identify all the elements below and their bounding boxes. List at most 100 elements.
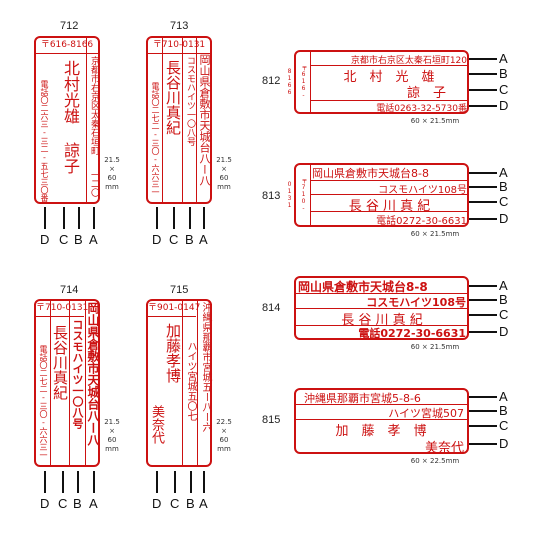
name-line-2: 諒子 <box>61 142 80 174</box>
letter-d: D <box>40 232 50 247</box>
name-divider <box>296 325 467 326</box>
building-text: コスモハイツ一〇八号 <box>71 319 84 429</box>
pointer-b <box>78 207 80 229</box>
address-divider <box>296 404 467 405</box>
name-line-1: 加 藤 孝 博 <box>335 424 427 439</box>
letter-c: C <box>58 496 68 511</box>
letter-b: B <box>185 232 194 247</box>
letter-c: C <box>59 232 69 247</box>
pointer-c <box>173 207 175 229</box>
letter-c: C <box>499 82 509 97</box>
name-line-2: 美奈代 <box>424 441 464 456</box>
postal-code: 〒710-0131 <box>286 165 311 225</box>
letter-a: A <box>499 278 508 293</box>
name-text: 長谷川真紀 <box>164 60 182 135</box>
letter-d: D <box>152 232 162 247</box>
stamp-713: 〒710-0131 岡山県倉敷市天城台八ー八 コスモハイツ一〇八号 長谷川真紀 … <box>146 36 212 204</box>
name-line-2: 諒 子 <box>406 86 446 101</box>
size-label-813: 60 × 21.5mm <box>410 230 460 238</box>
pointer-a <box>203 207 205 229</box>
pointer-c <box>469 89 497 91</box>
pointer-d <box>469 443 497 445</box>
pointer-a <box>469 58 497 60</box>
phone-text: 電話0272-30-6631 <box>376 216 467 227</box>
letter-c: C <box>170 496 180 511</box>
address-text: 京都市右京区太秦石垣町 <box>89 56 99 155</box>
name-column <box>50 301 51 465</box>
pointer-c <box>469 425 497 427</box>
letter-d: D <box>152 496 162 511</box>
address-text: 沖縄県那覇市宮城五ー八ー六 <box>200 302 211 432</box>
address-number: 一二〇 <box>89 170 99 197</box>
building-text: コスモハイツ一〇八号 <box>185 56 195 146</box>
postal-code: 〒710-0131 <box>148 38 210 54</box>
letter-c: C <box>499 418 509 433</box>
address-text: 岡山県倉敷市天城台8-8 <box>312 167 429 180</box>
phone-text: 電話0263-32-5730番 <box>376 104 467 114</box>
model-number-713: 713 <box>170 20 189 32</box>
model-number-812: 812 <box>262 75 281 87</box>
letter-b: B <box>499 292 508 307</box>
building-divider <box>296 419 467 420</box>
postal-code: 〒710-0131 <box>36 301 88 317</box>
name-text: 長 谷 川 真 紀 <box>348 199 431 214</box>
letter-b: B <box>186 496 195 511</box>
model-number-814: 814 <box>262 302 281 314</box>
letter-d: D <box>499 211 509 226</box>
letter-a: A <box>89 496 98 511</box>
building-divider <box>296 308 467 309</box>
pointer-d <box>469 105 497 107</box>
name-text: 長谷川真紀 <box>51 325 69 400</box>
size-label-814: 60 × 21.5mm <box>410 343 460 351</box>
pointer-d <box>469 331 497 333</box>
letter-b: B <box>499 179 508 194</box>
pointer-d <box>44 471 46 493</box>
building-text: コスモハイツ108号 <box>378 185 467 196</box>
address-text: 岡山県倉敷市天城台八ー八 <box>86 302 100 446</box>
pointer-b <box>469 299 497 301</box>
size-label-715: 22.5 × 60 mm <box>216 418 232 453</box>
name-line-2: 美奈代 <box>149 405 164 444</box>
address-column <box>196 38 197 202</box>
pointer-b <box>77 471 79 493</box>
postal-code: 〒616-8166 <box>286 52 311 112</box>
name-divider <box>310 211 467 212</box>
building-column <box>182 301 183 465</box>
pointer-a <box>469 172 497 174</box>
letter-a: A <box>499 51 508 66</box>
address-text: 京都市右京区太秦石垣町120 <box>350 56 467 66</box>
building-text: ハイツ宮城507 <box>388 407 464 420</box>
pointer-d <box>469 218 497 220</box>
pointer-c <box>63 207 65 229</box>
building-column <box>69 301 70 465</box>
pointer-b <box>469 410 497 412</box>
stamp-712: 〒616-8166 京都市右京区太秦石垣町 一二〇 北村光雄 諒子 電話〇二六三… <box>34 36 100 204</box>
pointer-d <box>44 207 46 229</box>
letter-c: C <box>499 307 509 322</box>
phone-text: 電話〇二七二‐三〇‐六六三一 <box>39 345 48 459</box>
pointer-b <box>469 186 497 188</box>
stamp-812: 〒616-8166 京都市右京区太秦石垣町120 北 村 光 雄 諒 子 電話0… <box>286 50 469 114</box>
address-text: 岡山県倉敷市天城台8-8 <box>298 280 428 294</box>
model-number-813: 813 <box>262 190 281 202</box>
address-text: 岡山県倉敷市天城台八ー八 <box>198 54 211 186</box>
name-line-1: 北 村 光 雄 <box>343 70 435 85</box>
size-label-712: 21.5 × 60 mm <box>104 156 120 191</box>
pointer-a <box>469 285 497 287</box>
address-text: 沖縄県那覇市宮城5-8-6 <box>304 392 421 405</box>
building-column <box>182 38 183 202</box>
postal-code: 〒616-8166 <box>36 38 98 54</box>
pointer-c <box>469 314 497 316</box>
letter-a: A <box>89 232 98 247</box>
stamp-813: 〒710-0131 岡山県倉敷市天城台8-8 コスモハイツ108号 長 谷 川 … <box>286 163 469 227</box>
letter-d: D <box>499 98 509 113</box>
size-label-815: 60 × 22.5mm <box>410 457 460 465</box>
pointer-a <box>93 207 95 229</box>
name-text: 長 谷 川 真 紀 <box>341 313 423 328</box>
phone-text: 電話〇二七二‐三〇‐六六三一 <box>151 82 160 196</box>
letter-a: A <box>499 389 508 404</box>
address-divider <box>296 293 467 294</box>
letter-a: A <box>499 165 508 180</box>
phone-text: 電話〇二六三‐三二‐五七三〇番 <box>40 80 49 202</box>
stamp-714: 〒710-0131 岡山県倉敷市天城台八ー八 コスモハイツ一〇八号 長谷川真紀 … <box>34 299 100 467</box>
